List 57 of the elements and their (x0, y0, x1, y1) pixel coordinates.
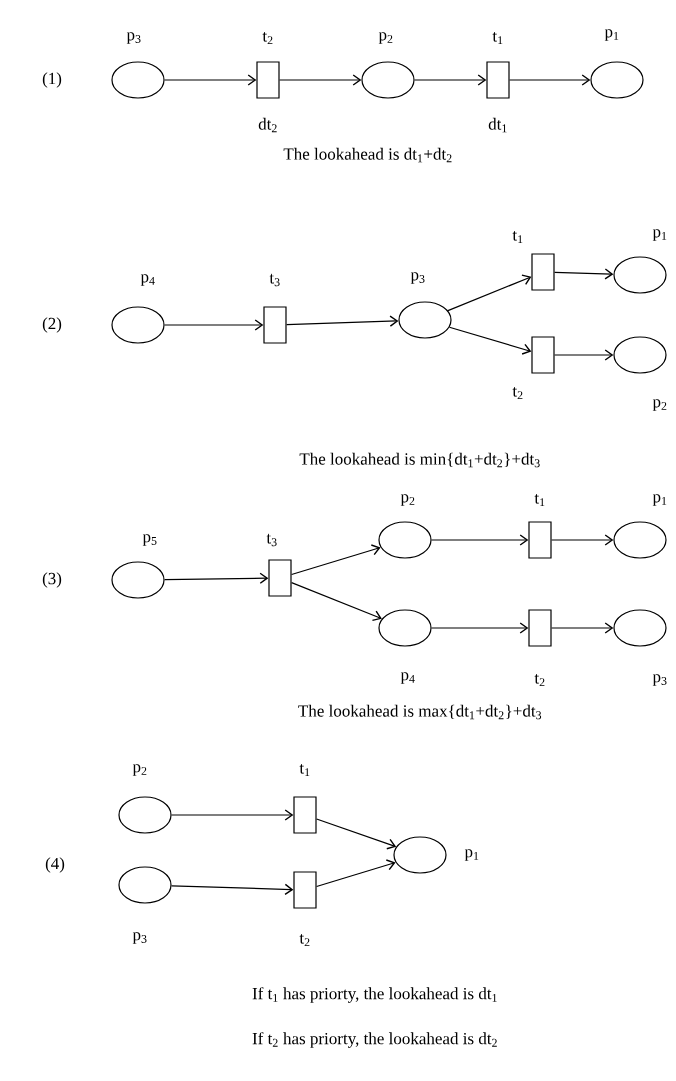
node-label: t$_{3}$ (266, 533, 277, 547)
node-label: t$_{3}$ (269, 273, 280, 287)
node-label: p$_{5}$ (142, 534, 157, 546)
arrow (291, 582, 382, 622)
node-label: p$_{3}$ (132, 932, 147, 944)
arrow (447, 274, 532, 312)
caption-text: The lookahead is dt$_{1}$+dt$_{2}$ (283, 147, 452, 163)
node-label: p$_{2}$ (378, 32, 393, 44)
node-label: p$_{2}$ (400, 494, 415, 506)
node-label: t$_{1}$ (299, 763, 310, 777)
arrow (316, 859, 396, 888)
arrow (164, 319, 264, 331)
arrow (170, 883, 294, 896)
arrow (431, 622, 529, 634)
arrow (554, 349, 614, 361)
node-label: p$_{3}$ (652, 674, 667, 686)
node-label: dt$_{1}$ (488, 117, 507, 133)
node-label: t$_{2}$ (512, 386, 523, 400)
arrow (414, 74, 487, 86)
node-label: p$_{4}$ (400, 672, 415, 684)
caption-text: If t$_{1}$ has priorty, the lookahead is dt$_{1}$ (252, 987, 497, 1003)
arrow (286, 315, 399, 327)
arrow (551, 534, 614, 546)
node-label: p$_{2}$ (652, 399, 667, 411)
arrow (164, 74, 257, 86)
node-label: p$_{3}$ (410, 272, 425, 284)
arrow (448, 326, 532, 355)
arrow (509, 74, 591, 86)
arrow (316, 818, 397, 850)
arrow (171, 809, 294, 821)
arrow (551, 622, 614, 634)
diagram-number: (4) (45, 857, 65, 873)
node-label: t$_{2}$ (534, 673, 545, 687)
caption-text: If t$_{2}$ has priorty, the lookahead is dt$_{2}$ (252, 1032, 497, 1048)
arrow (554, 268, 614, 280)
node-label: p$_{4}$ (140, 274, 155, 286)
caption-text: The lookahead is max{dt$_{1}$+dt$_{2}$}+dt$_{3}$ (298, 704, 542, 720)
diagram-number: (1) (42, 72, 62, 88)
node-label: p$_{3}$ (126, 32, 141, 44)
node-label: p$_{1}$ (604, 29, 619, 41)
arrow (291, 544, 381, 576)
node-label: t$_{1}$ (512, 230, 523, 244)
node-label: p$_{1}$ (652, 494, 667, 506)
node-label: t$_{2}$ (262, 31, 273, 45)
node-label: t$_{2}$ (299, 933, 310, 947)
arrow (279, 74, 362, 86)
node-label: p$_{2}$ (132, 764, 147, 776)
arrow (164, 572, 269, 584)
node-label: t$_{1}$ (534, 493, 545, 507)
diagram-number: (3) (42, 572, 62, 588)
node-label: p$_{1}$ (652, 229, 667, 241)
node-label: p$_{1}$ (464, 849, 479, 861)
node-label: t$_{1}$ (492, 31, 503, 45)
caption-text: The lookahead is min{dt$_{1}$+dt$_{2}$}+dt$_{3}$ (299, 452, 540, 468)
arrow (431, 534, 529, 546)
node-label: dt$_{2}$ (258, 117, 277, 133)
diagram-number: (2) (42, 317, 62, 333)
